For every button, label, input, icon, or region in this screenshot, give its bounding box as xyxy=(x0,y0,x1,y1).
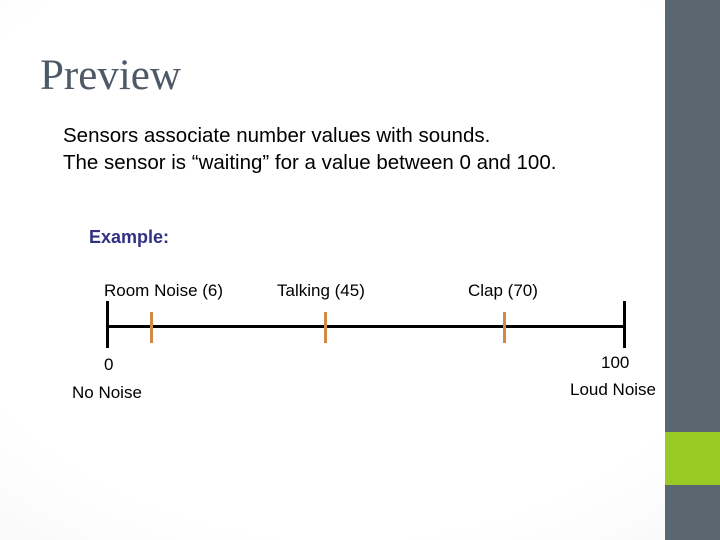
example-label: Example: xyxy=(89,227,170,247)
slide-title: Preview xyxy=(40,52,181,99)
number-line-axis xyxy=(107,325,625,328)
axis-min-value: 0 xyxy=(104,355,114,374)
axis-min-label: No Noise xyxy=(72,383,142,402)
axis-max-value: 100 xyxy=(601,353,630,372)
body-text-block: Sensors associate number values with sou… xyxy=(63,122,556,176)
marker-label-clap: Clap (70) xyxy=(468,281,538,300)
accent-green-square xyxy=(665,432,720,485)
number-line-end-tick-left xyxy=(106,301,109,348)
body-line-2: The sensor is “waiting” for a value betw… xyxy=(63,151,557,174)
marker-label-room-noise: Room Noise (6) xyxy=(104,281,224,300)
marker-tick-talking xyxy=(324,312,327,343)
body-line-1: Sensors associate number values with sou… xyxy=(63,124,491,147)
axis-max-label: Loud Noise xyxy=(570,380,657,399)
marker-label-talking: Talking (45) xyxy=(277,281,365,300)
marker-tick-room-noise xyxy=(150,312,153,343)
number-line-end-tick-right xyxy=(623,301,626,348)
marker-tick-clap xyxy=(503,312,506,343)
